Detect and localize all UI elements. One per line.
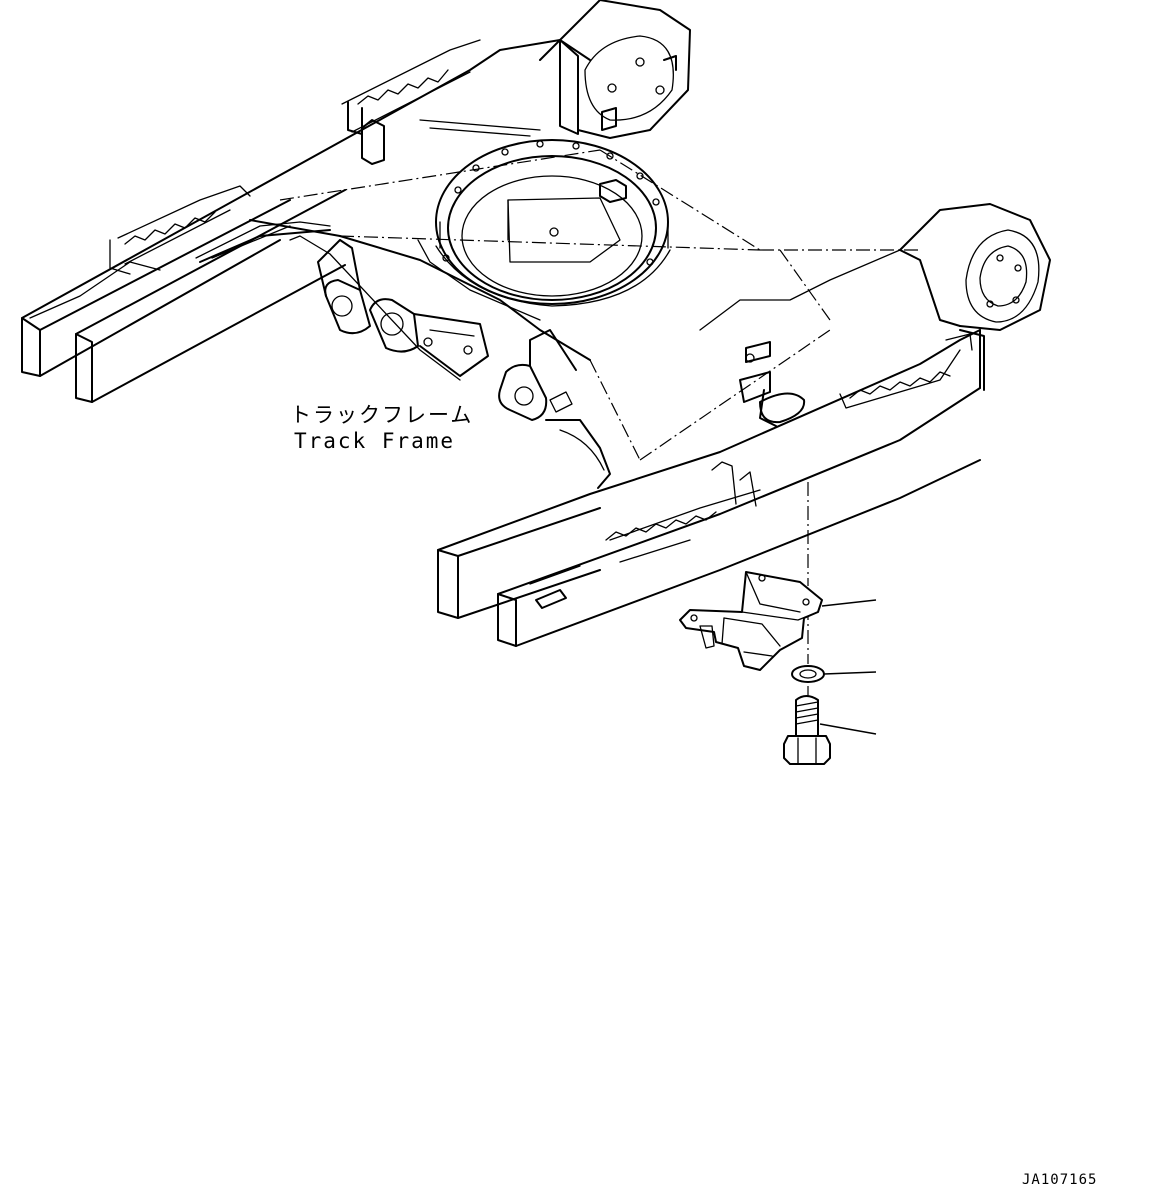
track-frame-label-en: Track Frame xyxy=(294,429,455,453)
track-frame xyxy=(21,0,1051,647)
leader-line-bracket xyxy=(821,599,877,607)
bolt-part xyxy=(783,695,831,765)
bracket-part xyxy=(679,571,823,671)
track-frame-label-jp: トラックフレーム xyxy=(290,403,473,427)
leader-lines xyxy=(819,599,877,735)
drawing-number: JA107165 xyxy=(1022,1172,1097,1188)
right-side-frame xyxy=(437,203,1051,647)
washer-part xyxy=(791,665,825,683)
left-side-frame xyxy=(21,0,691,403)
leader-line-washer xyxy=(823,671,877,675)
leader-line-bolt xyxy=(819,723,877,735)
center-frame xyxy=(195,119,920,489)
